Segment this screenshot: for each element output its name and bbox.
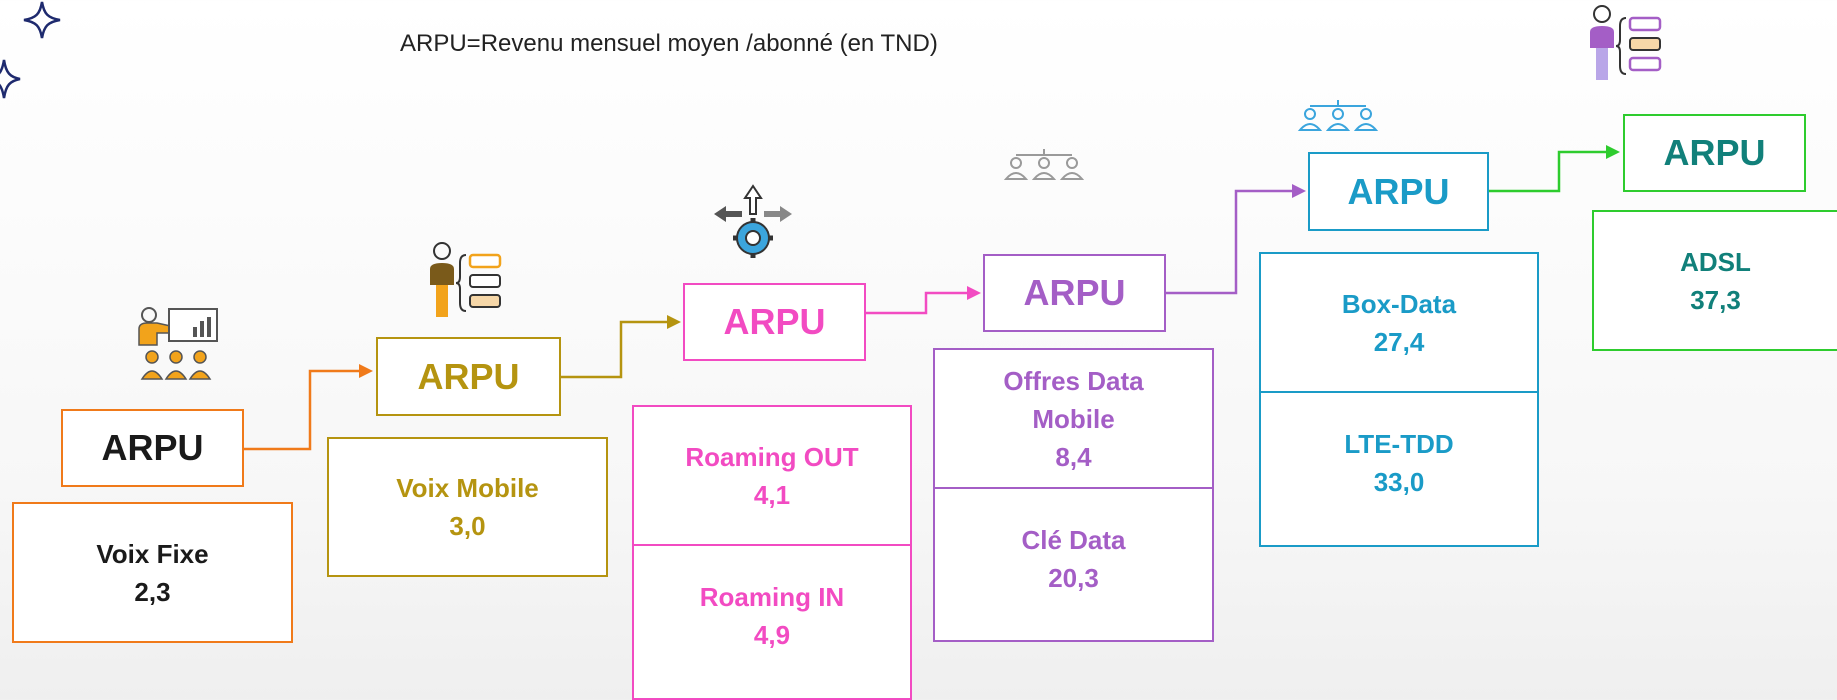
item-label: Offres Data Mobile — [1003, 365, 1144, 434]
item-label: Roaming IN — [699, 582, 845, 612]
gear-arrows-icon — [714, 184, 792, 258]
arpu-cell-offres-data-mobile: Offres Data Mobile 8,4 — [933, 348, 1214, 489]
arpu-cell-roaming-out: Roaming OUT 4,1 — [632, 405, 912, 546]
arpu-header-voix-mobile: ARPU — [376, 337, 561, 416]
item-label: Box-Data — [1341, 288, 1457, 319]
item-value: 3,0 — [449, 511, 486, 541]
sparkle-star-icon — [23, 1, 61, 39]
arpu-cell-voix-mobile: Voix Mobile 3,0 — [327, 437, 608, 577]
team-hierarchy-icon — [1297, 100, 1379, 131]
connector-3-to-4 — [866, 286, 981, 315]
arpu-cell-box-data: Box-Data 27,4 — [1259, 252, 1539, 393]
connector-5-to-6 — [1489, 145, 1620, 193]
item-value: 20,3 — [1048, 562, 1099, 593]
arpu-definition-caption: ARPU=Revenu mensuel moyen /abonné (en TN… — [400, 30, 938, 57]
item-label: Clé Data — [1021, 524, 1126, 555]
arpu-header-adsl: ARPU — [1623, 114, 1806, 192]
item-value: 33,0 — [1373, 467, 1425, 497]
item-label: Voix Fixe — [96, 538, 209, 569]
person-checklist-icon — [1590, 5, 1662, 80]
arpu-header-box-lte: ARPU — [1308, 152, 1489, 231]
item-label: Roaming OUT — [685, 441, 859, 472]
connector-2-to-3 — [561, 315, 681, 379]
item-label: LTE-TDD — [1344, 429, 1454, 459]
arpu-cell-adsl: ADSL 37,3 — [1592, 210, 1837, 351]
arpu-header-roaming: ARPU — [683, 283, 866, 361]
item-value: 4,1 — [753, 479, 791, 510]
item-value: 8,4 — [1055, 441, 1092, 472]
team-hierarchy-icon — [1003, 149, 1085, 180]
arpu-cell-lte-tdd: LTE-TDD 33,0 — [1259, 391, 1539, 547]
item-label: ADSL — [1680, 246, 1751, 277]
presentation-audience-icon — [138, 307, 218, 380]
item-label: Voix Mobile — [396, 473, 539, 503]
item-value: 2,3 — [134, 576, 171, 607]
sparkle-star-icon — [0, 59, 21, 99]
arpu-cell-roaming-in: Roaming IN 4,9 — [632, 544, 912, 700]
arpu-cell-voix-fixe: Voix Fixe 2,3 — [12, 502, 293, 643]
arpu-cell-cle-data: Clé Data 20,3 — [933, 487, 1214, 642]
item-value: 4,9 — [753, 620, 791, 650]
arpu-header-data-mobile: ARPU — [983, 254, 1166, 332]
item-value: 37,3 — [1690, 284, 1741, 315]
person-checklist-icon — [430, 242, 502, 317]
item-value: 27,4 — [1373, 326, 1425, 357]
arpu-header-voix-fixe: ARPU — [61, 409, 244, 487]
